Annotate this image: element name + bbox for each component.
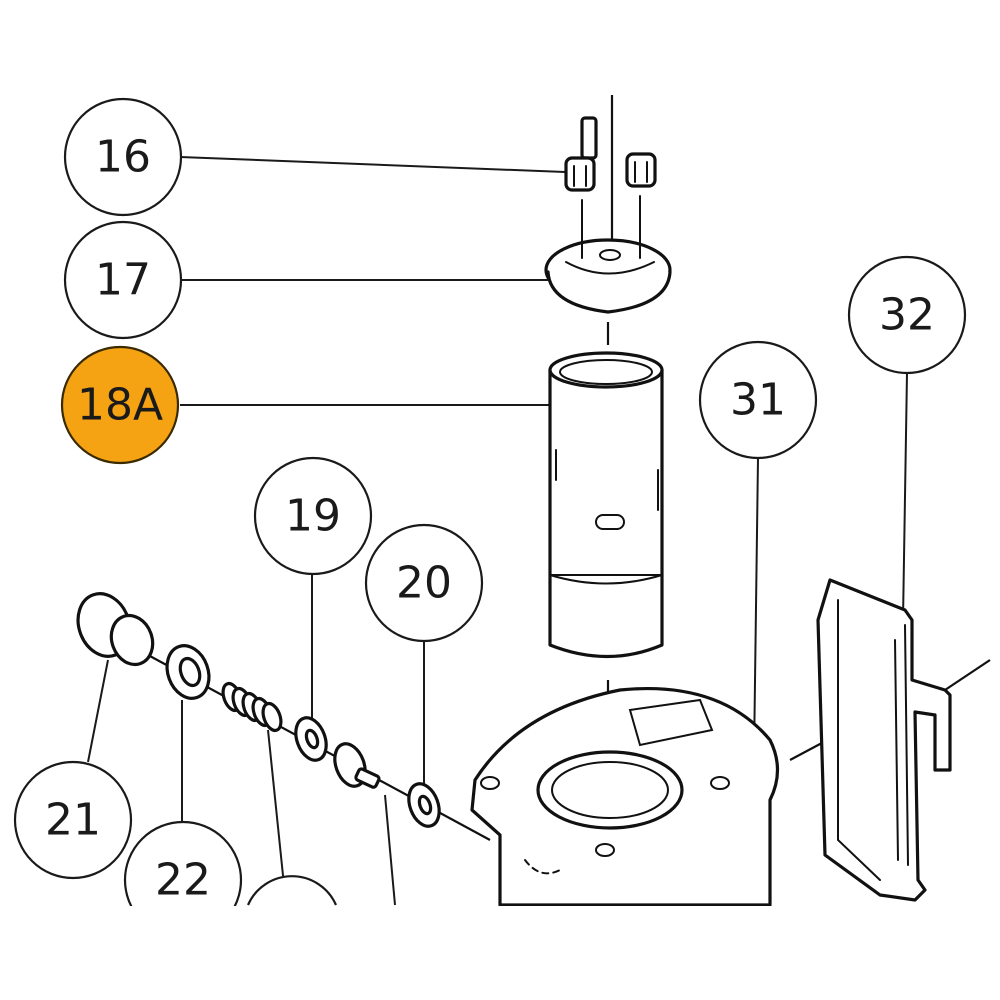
callout-partial (246, 875, 338, 906)
part-valve (333, 742, 381, 789)
part-22-washer (165, 644, 211, 700)
callout-label-22: 22 (155, 855, 211, 906)
callout-label-18A: 18A (77, 380, 163, 431)
callout-19[interactable]: 19 (253, 456, 373, 576)
callout-32[interactable]: 32 (847, 255, 967, 375)
leader-23 (267, 729, 286, 896)
callout-20[interactable]: 20 (364, 523, 484, 643)
callout-label-17: 17 (95, 255, 151, 306)
callout-label-21: 21 (45, 795, 101, 846)
part-19-washer (294, 716, 328, 762)
leader-32 (902, 372, 908, 621)
part-spring (221, 681, 283, 733)
part-17-gear-plate (544, 195, 672, 314)
callout-label-16: 16 (95, 132, 151, 183)
part-16-gear-nuts (564, 116, 657, 192)
part-32-side-cover (816, 578, 952, 902)
part-18A-cylinder-sleeve (548, 351, 664, 659)
leader-16 (179, 156, 566, 173)
callout-21[interactable]: 21 (13, 760, 133, 880)
callout-label-31: 31 (730, 375, 786, 426)
callout-17[interactable]: 17 (63, 220, 183, 340)
leader-21 (87, 659, 109, 763)
part-20-washer (407, 782, 441, 828)
callout-18A[interactable]: 18A (60, 345, 180, 465)
callout-31[interactable]: 31 (698, 340, 818, 460)
part-31-housing (470, 686, 780, 907)
leader-24 (384, 794, 396, 906)
callout-label-32: 32 (879, 290, 935, 341)
callout-label-19: 19 (285, 491, 341, 542)
part-21-plug-cap (76, 592, 155, 667)
crop-mask (0, 906, 1000, 1000)
callout-label-20: 20 (396, 558, 452, 609)
callout-16[interactable]: 16 (63, 97, 183, 217)
